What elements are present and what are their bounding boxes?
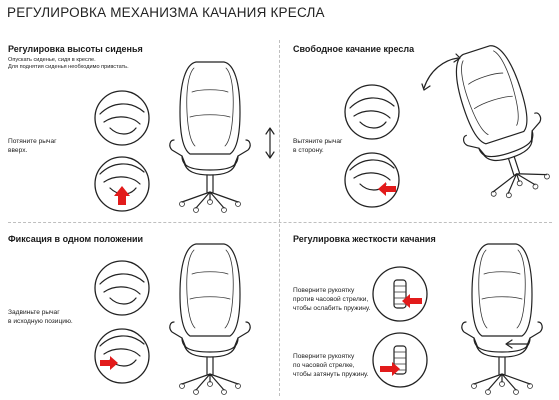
instruction-line: по часовой стрелке, [293,362,355,369]
section-heading: Фиксация в одном положении [8,234,144,244]
detail-circle [94,156,150,212]
instruction-line: Поверните рукоятку [293,287,355,294]
detail-circle [94,90,150,146]
instruction-line: в сторону. [293,147,324,154]
section-note: Для поднятия сиденья необходимо привстат… [8,64,129,70]
instruction-line: Вытяните рычаг [293,138,343,145]
arrow-right-icon [380,362,400,376]
instruction-line: Задвиньте рычаг [8,309,60,316]
arrow-left-icon [402,294,422,308]
instruction-line: Потяните рычаг [8,138,57,145]
instruction-line: чтобы затянуть пружину. [293,371,369,378]
horizontal-divider [8,222,552,223]
instruction-line: в исходную позицию. [8,318,73,325]
rocking-arrow-icon [421,53,461,91]
pointer-arrow-icon [505,339,529,349]
instruction-line: чтобы ослабить пружину. [293,305,371,312]
arrow-up-icon [114,186,130,205]
vertical-divider [279,40,280,396]
section-heading: Свободное качание кресла [293,44,415,54]
page-title: РЕГУЛИРОВКА МЕХАНИЗМА КАЧАНИЯ КРЕСЛА [7,5,325,20]
arrow-right-icon [100,356,118,370]
instruction-line: вверх. [8,147,28,154]
instruction-line: Поверните рукоятку [293,353,355,360]
section-heading: Регулировка высоты сиденья [8,44,143,54]
section-note: Опускать сиденье, сидя в кресле. [8,57,96,63]
up-down-arrow-icon [265,127,275,159]
instruction-line: против часовой стрелки, [293,296,369,303]
section-heading: Регулировка жесткости качания [293,234,436,244]
arrow-left-icon [378,182,396,196]
